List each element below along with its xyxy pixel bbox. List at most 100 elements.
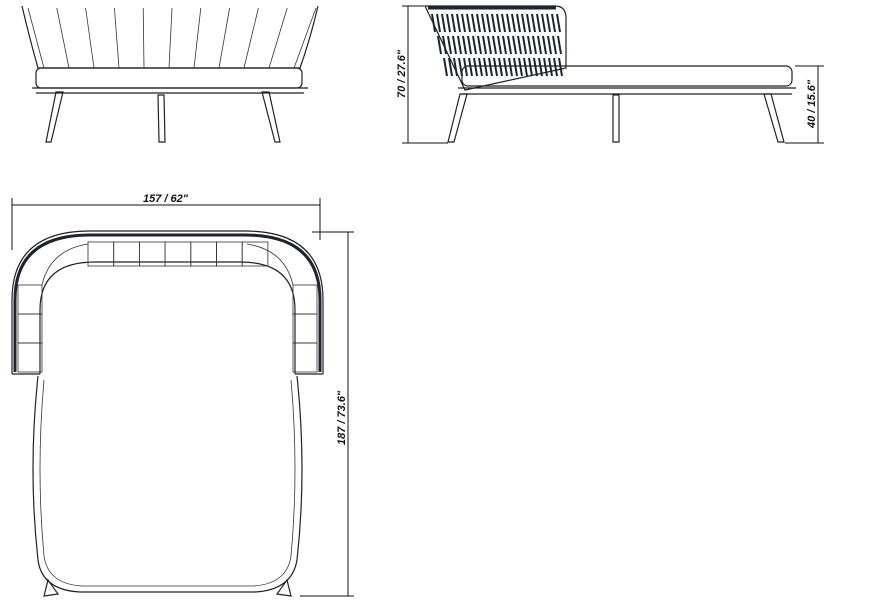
rope-strand bbox=[507, 35, 512, 55]
rope-strand bbox=[482, 35, 487, 55]
side-frame bbox=[458, 87, 796, 95]
rope-strand bbox=[547, 35, 552, 55]
front-backrest-slats bbox=[27, 7, 317, 69]
rope-strand bbox=[452, 35, 457, 55]
width-label: 157 / 62" bbox=[143, 193, 189, 205]
rope-strand bbox=[476, 13, 481, 33]
corner-cushions bbox=[41, 243, 294, 286]
rope-strand bbox=[446, 13, 451, 33]
side-cushion-left bbox=[17, 284, 43, 315]
rope-strand bbox=[498, 57, 503, 77]
rope-strand bbox=[553, 57, 558, 77]
front-leg-left bbox=[45, 91, 64, 143]
rope-strand bbox=[496, 13, 501, 33]
back-cushion bbox=[241, 241, 269, 267]
width-dimension-line bbox=[11, 198, 321, 250]
rope-strand bbox=[481, 13, 486, 33]
rope-strand bbox=[462, 35, 467, 55]
side-backrest-rope-weave bbox=[428, 6, 563, 77]
rope-strand bbox=[488, 57, 493, 77]
rope-strand bbox=[492, 35, 497, 55]
rope-strand bbox=[533, 57, 538, 77]
rope-strand bbox=[511, 13, 516, 33]
rope-strand bbox=[467, 35, 472, 55]
rope-strand bbox=[517, 35, 522, 55]
backrest-slat bbox=[243, 7, 259, 69]
top-inner-backrest bbox=[39, 261, 296, 374]
backrest-slat bbox=[218, 7, 230, 69]
rope-strand bbox=[508, 57, 513, 77]
rope-strand bbox=[461, 13, 466, 33]
side-leg-front bbox=[763, 93, 785, 143]
top-outer-frame bbox=[11, 230, 324, 374]
rope-strand bbox=[521, 13, 526, 33]
rope-strand bbox=[457, 35, 462, 55]
rope-strand bbox=[503, 57, 508, 77]
side-seat-cushion bbox=[461, 65, 793, 87]
side-backrest-outline bbox=[424, 5, 567, 91]
rope-strand bbox=[532, 35, 537, 55]
rope-strand bbox=[536, 13, 541, 33]
top-leg-feet bbox=[43, 578, 292, 597]
rope-strand bbox=[557, 35, 562, 55]
front-leg-center bbox=[157, 94, 166, 143]
rope-strand bbox=[441, 13, 446, 33]
height-label: 70 / 27.6" bbox=[396, 49, 408, 98]
rope-strand bbox=[551, 13, 556, 33]
rope-strand bbox=[491, 13, 496, 33]
side-cushion-right bbox=[292, 284, 318, 315]
front-view bbox=[21, 5, 319, 143]
top-seat-cushion bbox=[39, 379, 296, 587]
side-leg-back bbox=[447, 93, 468, 143]
side-leg-middle bbox=[612, 94, 620, 143]
rope-strand bbox=[502, 35, 507, 55]
rope-strand bbox=[471, 13, 476, 33]
rope-strand bbox=[451, 13, 456, 33]
rope-strand bbox=[483, 57, 488, 77]
backrest-slat bbox=[85, 7, 95, 69]
rope-strand bbox=[527, 35, 532, 55]
rope-strand bbox=[541, 13, 546, 33]
front-backrest-outline bbox=[21, 5, 319, 69]
rope-strand bbox=[447, 35, 452, 55]
rope-strand bbox=[513, 57, 518, 77]
rope-strand bbox=[443, 57, 448, 77]
rope-strand bbox=[546, 13, 551, 33]
top-back-cushions bbox=[17, 241, 318, 373]
rope-strand bbox=[431, 13, 436, 33]
side-cushion-right bbox=[292, 313, 318, 344]
rope-strand bbox=[442, 35, 447, 55]
depth-dimension-line bbox=[300, 231, 354, 597]
backrest-slat bbox=[293, 7, 317, 69]
rope-strand bbox=[522, 35, 527, 55]
backrest-slat bbox=[114, 7, 120, 69]
rope-strand bbox=[552, 35, 557, 55]
side-cushion-right bbox=[292, 342, 318, 373]
front-seat-cushion bbox=[35, 67, 303, 89]
backrest-slat bbox=[193, 7, 202, 69]
rope-strand bbox=[542, 35, 547, 55]
seat-height-label: 40 / 15.6" bbox=[806, 79, 818, 129]
backrest-slat bbox=[168, 7, 173, 69]
seat-height-dimension-line bbox=[785, 65, 824, 144]
rope-strand bbox=[537, 35, 542, 55]
rope-strand bbox=[437, 35, 442, 55]
front-frame bbox=[32, 87, 308, 94]
rope-strand bbox=[472, 35, 477, 55]
rope-strand bbox=[466, 13, 471, 33]
backrest-slat bbox=[56, 7, 70, 69]
front-leg-right bbox=[261, 91, 281, 143]
rope-strand bbox=[453, 57, 458, 77]
rope-strand bbox=[486, 13, 491, 33]
side-cushion-left bbox=[17, 342, 43, 373]
rope-strand bbox=[548, 57, 553, 77]
rope-strand bbox=[477, 35, 482, 55]
rope-strand bbox=[528, 57, 533, 77]
rope-strand bbox=[531, 13, 536, 33]
rope-strand bbox=[543, 57, 548, 77]
side-view: 70 / 27.6" 40 / 15.6" bbox=[396, 5, 824, 144]
depth-label: 187 / 73.6" bbox=[336, 390, 348, 445]
side-cushion-left bbox=[17, 313, 43, 344]
rope-strand bbox=[506, 13, 511, 33]
